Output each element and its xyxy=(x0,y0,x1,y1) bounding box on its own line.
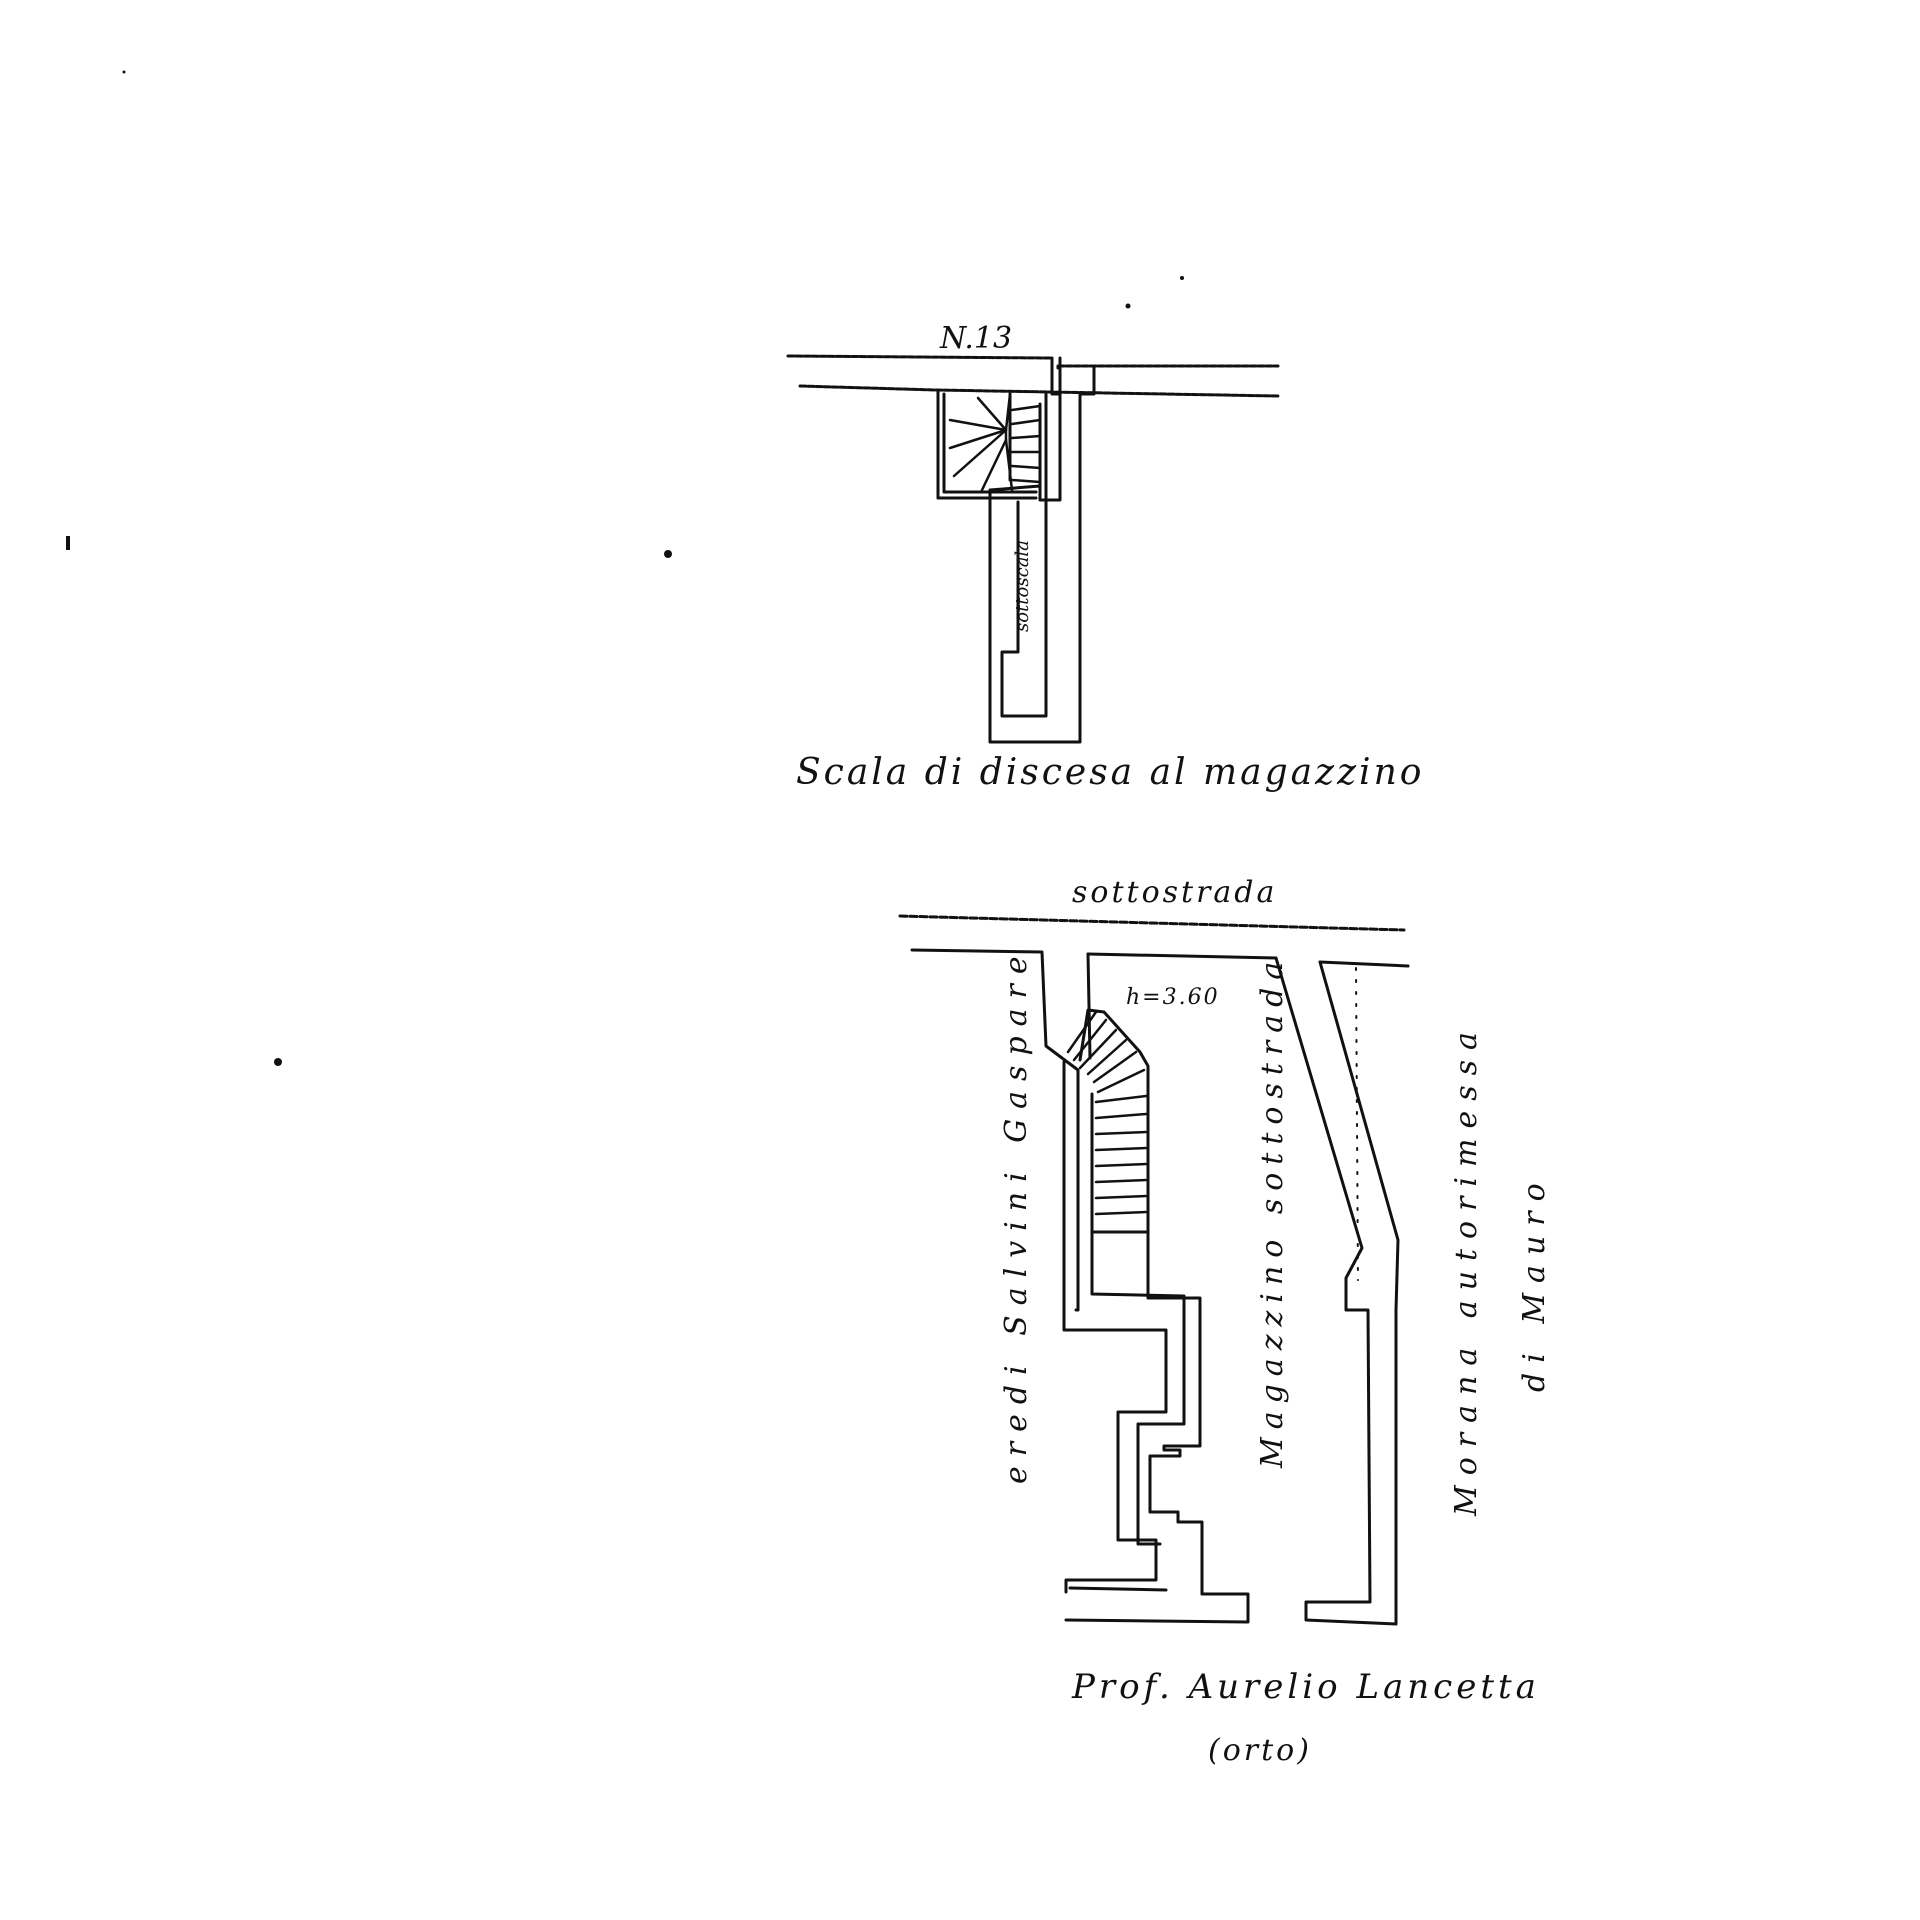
top-street-line-upper xyxy=(786,354,1280,370)
bottom-plan xyxy=(898,914,1410,1626)
bottom-owner-label: Prof. Aurelio Lancetta xyxy=(1071,1667,1540,1707)
street-label: sottostrada xyxy=(1072,875,1277,910)
bottom-street-line xyxy=(898,914,1406,932)
bottom-front-wall-right xyxy=(1086,952,1410,968)
scan-specks xyxy=(66,70,1184,1066)
right-owner-label-1: Morana autorimessa xyxy=(1449,1022,1484,1517)
bottom-stair-treads xyxy=(1066,1010,1148,1216)
bottom-stepped-wall xyxy=(1146,1230,1250,1602)
left-owner-label: eredi Salvini Gaspare xyxy=(999,946,1034,1484)
sottoscala-label: sottoscala xyxy=(1012,540,1033,632)
top-outer-wall xyxy=(988,356,1096,744)
bottom-rear-wall xyxy=(1064,1586,1250,1624)
plan-number-label: N.13 xyxy=(939,321,1012,356)
bottom-front-wall xyxy=(910,948,1080,1312)
bottom-stair-outline xyxy=(1078,1008,1150,1234)
bottom-right-dotted-boundary xyxy=(1355,967,1359,1281)
height-label: h=3.60 xyxy=(1126,985,1220,1010)
store-label: Magazzino sottostrada xyxy=(1255,954,1290,1469)
bottom-left-boundary xyxy=(1062,1060,1168,1594)
top-plan-caption: Scala di discesa al magazzino xyxy=(796,752,1424,793)
right-owner-label-2: di Mauro xyxy=(1517,1173,1552,1392)
label-layer: N.13 sottoscala Scala di discesa al maga… xyxy=(796,321,1552,1768)
bottom-owner-note: (orto) xyxy=(1208,1733,1312,1768)
bottom-diagonal-wall xyxy=(1274,956,1400,1626)
top-plan xyxy=(786,354,1280,744)
top-inner-wall xyxy=(936,388,1048,718)
top-street-line-lower xyxy=(798,384,1280,398)
top-stair-treads xyxy=(948,392,1042,492)
